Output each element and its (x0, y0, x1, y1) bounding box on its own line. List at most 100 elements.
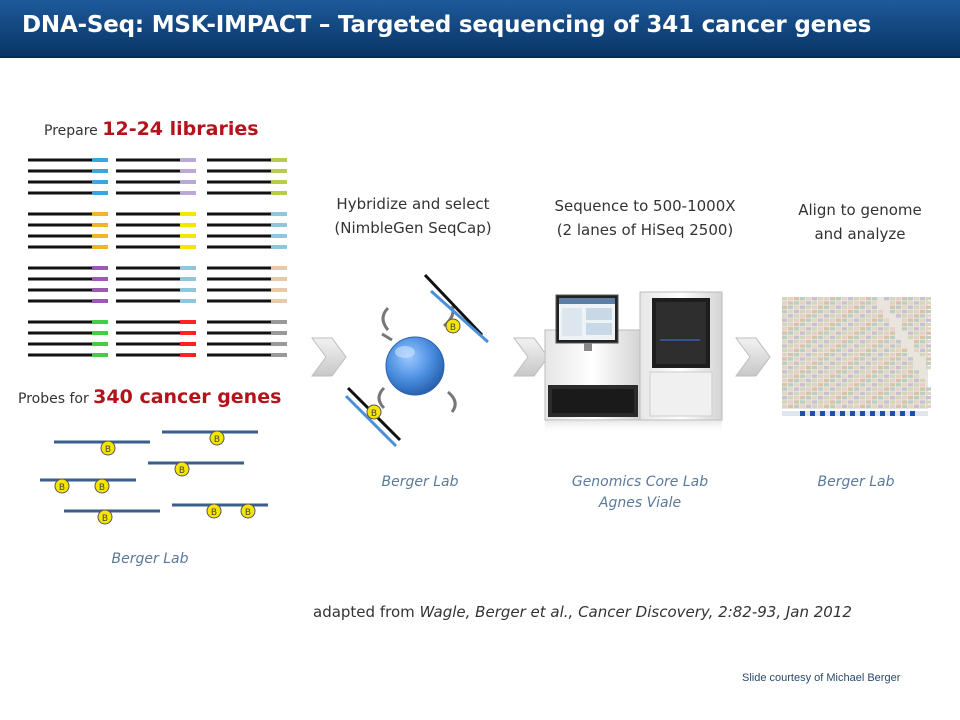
alignment-read-segment (854, 361, 859, 365)
alignment-read-segment (914, 348, 919, 352)
alignment-read-segment (902, 357, 907, 361)
alignment-read-segment (836, 378, 841, 383)
alignment-read-segment (878, 361, 883, 365)
library-adapter-tag (180, 245, 196, 249)
alignment-read-segment (806, 335, 811, 340)
alignment-read-segment (878, 309, 883, 314)
probe-bead (240, 503, 256, 519)
alignment-read-segment (866, 357, 871, 361)
alignment-read-segment (782, 400, 787, 404)
library-adapter-tag (271, 180, 287, 184)
alignment-read-segment (884, 383, 889, 387)
alignment-read-segment (866, 374, 871, 378)
alignment-read-segment (800, 383, 805, 387)
alignment-read-segment (920, 314, 925, 318)
alignment-read-segment (866, 318, 871, 322)
alignment-read-segment (920, 297, 925, 301)
alignment-read-segment (818, 357, 823, 361)
alignment-read-segment (824, 404, 829, 408)
alignment-read-segment (926, 391, 931, 396)
alignment-read-segment (884, 357, 889, 361)
library-fragment (116, 245, 180, 249)
library-fragment (28, 191, 92, 195)
alignment-read-segment (884, 365, 889, 370)
alignment-read-segment (800, 357, 805, 361)
alignment-read-segment (788, 387, 793, 391)
library-adapter-tag (92, 288, 108, 292)
alignment-read-segment (800, 404, 805, 408)
alignment-read-segment (836, 322, 841, 327)
alignment-read-segment (872, 322, 877, 327)
alignment-read-segment (902, 404, 907, 408)
alignment-read-segment (848, 387, 853, 391)
probe-bead (209, 430, 225, 446)
alignment-read-segment (824, 357, 829, 361)
alignment-read-segment (818, 327, 823, 331)
alignment-read-segment (788, 318, 793, 322)
alignment-read-segment (866, 370, 871, 374)
alignment-read-segment (836, 374, 841, 378)
alignment-read-segment (824, 344, 829, 348)
alignment-read-segment (800, 331, 805, 335)
alignment-read-segment (878, 370, 883, 374)
library-adapter-tag (92, 180, 108, 184)
alignment-read-segment (872, 344, 877, 348)
library-fragment (28, 158, 92, 162)
alignment-read-segment (824, 327, 829, 331)
alignment-read-segment (788, 309, 793, 314)
alignment-read-segment (884, 404, 889, 408)
alignment-read-segment (926, 331, 931, 335)
probes-label: Probes for 340 cancer genes (18, 386, 281, 408)
alignment-read-segment (788, 301, 793, 305)
alignment-read-segment (914, 322, 919, 327)
alignment-read-segment (794, 314, 799, 318)
alignment-read-segment (824, 331, 829, 335)
capture-bead: B B (344, 273, 490, 448)
library-fragment (28, 169, 92, 173)
alignment-read-segment (908, 322, 913, 327)
alignment-read-segment (914, 318, 919, 322)
alignment-read-segment (926, 297, 931, 301)
alignment-read-segment (824, 318, 829, 322)
probes-credit: Berger Lab (111, 551, 189, 567)
alignment-read-segment (914, 305, 919, 309)
probe-bead (97, 509, 113, 525)
alignment-read-segment (896, 370, 901, 374)
alignment-read-segment (818, 396, 823, 400)
alignment-read-segment (854, 331, 859, 335)
alignment-read-segment (848, 335, 853, 340)
alignment-read-segment (920, 318, 925, 322)
library-adapter-tag (92, 191, 108, 195)
alignment-read-segment (842, 370, 847, 374)
alignment-read-segment (800, 305, 805, 309)
alignment-read-segment (788, 297, 793, 301)
capture-bead-label-2: B (371, 409, 377, 419)
alignment-read-segment (794, 340, 799, 344)
alignment-read-segment (890, 357, 895, 361)
probes-highlight: 340 cancer genes (93, 386, 282, 408)
probe-bead (206, 503, 222, 519)
alignment-read-segment (836, 314, 841, 318)
alignment-read-segment (788, 374, 793, 378)
alignment-read-segment (866, 331, 871, 335)
alignment-read-segment (854, 404, 859, 408)
alignment-read-segment (926, 335, 931, 340)
probe-bead-label: B (179, 466, 185, 476)
probe-bead (100, 440, 116, 456)
alignment-read-segment (908, 400, 913, 404)
alignment-read-segment (788, 340, 793, 344)
alignment-read-segment (806, 297, 811, 301)
alignment-read-segment (926, 357, 931, 361)
alignment-read-segment (920, 348, 925, 352)
library-adapter-tag (271, 191, 287, 195)
alignment-read-segment (800, 374, 805, 378)
probe: B (148, 461, 244, 477)
alignment-read-segment (866, 387, 871, 391)
alignment-read-segment (902, 305, 907, 309)
alignment-read-segment (902, 297, 907, 301)
alignment-read-segment (794, 309, 799, 314)
alignment-read-segment (800, 344, 805, 348)
probe-bead-label: B (105, 445, 111, 455)
alignment-read-segment (848, 391, 853, 396)
alignment-read-segment (878, 387, 883, 391)
